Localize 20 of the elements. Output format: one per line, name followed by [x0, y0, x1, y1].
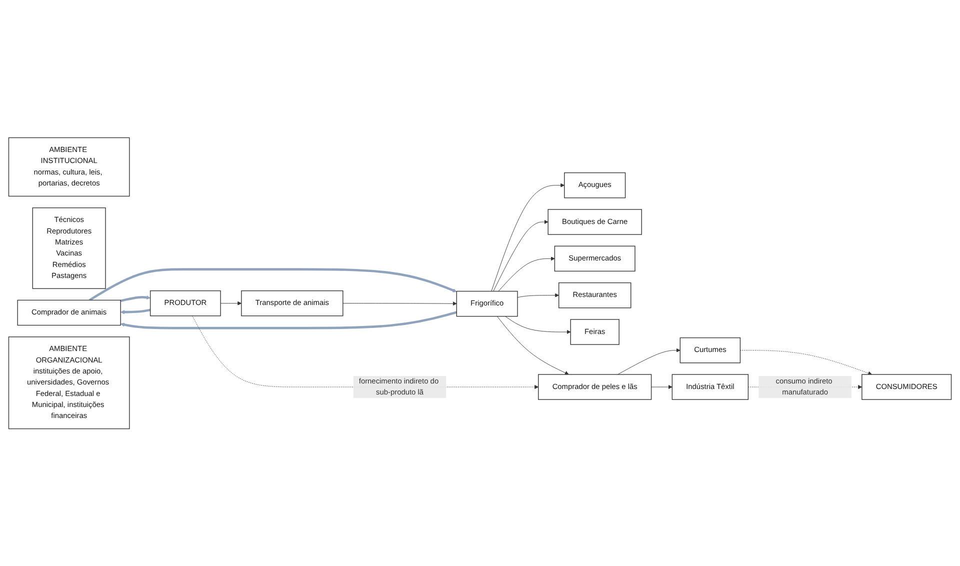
node-box — [680, 337, 741, 363]
node-box — [862, 374, 952, 400]
node-box — [150, 290, 221, 316]
arrow — [120, 295, 150, 302]
arrow — [120, 310, 457, 329]
arrow — [120, 308, 151, 314]
node-box — [558, 282, 632, 308]
node-box — [538, 374, 652, 400]
node-box — [548, 208, 642, 235]
node-box — [564, 172, 626, 198]
node-box — [8, 336, 130, 429]
node-box — [241, 290, 344, 316]
node-box — [8, 137, 130, 196]
node-box — [672, 374, 749, 400]
arrow — [88, 268, 457, 301]
node-box — [456, 290, 518, 316]
node-box — [570, 318, 620, 345]
node-box — [32, 207, 106, 289]
node-box — [554, 246, 636, 272]
node-box — [17, 300, 121, 326]
